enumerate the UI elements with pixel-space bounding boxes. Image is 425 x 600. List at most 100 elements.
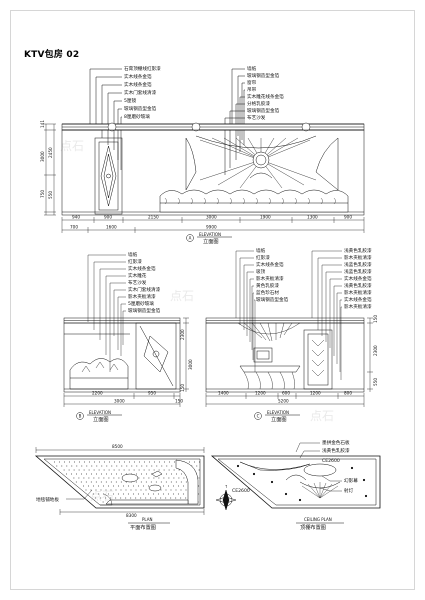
carpet-dot	[156, 465, 158, 467]
carpet-dot	[128, 461, 130, 463]
carpet-dot	[108, 461, 110, 463]
carpet-dot	[88, 461, 90, 463]
carpet-dot	[185, 497, 187, 499]
label: 墙纸	[128, 251, 138, 258]
carpet-dot	[177, 493, 179, 495]
dimension: 2200	[92, 391, 103, 396]
carpet-dot	[188, 461, 190, 463]
label: 蓝色珍石材	[256, 289, 279, 296]
elevation-a-caption: A ELEVATION 立面图	[186, 232, 232, 245]
carpet-dot	[168, 469, 170, 471]
elevation-a-labels-right: 墙纸 玻璃钢造型金箔 窗帘 吊带 实木雕花线条金箔 分格乳胶漆 玻璃钢造型金箔 …	[247, 65, 284, 121]
dimension: 750	[40, 190, 45, 198]
carpet-dot	[163, 477, 165, 479]
dimension: 1300	[307, 215, 318, 220]
carpet-dot	[93, 469, 95, 471]
label: 浅黄色乳胶漆	[322, 447, 350, 454]
carpet-dot	[68, 461, 70, 463]
carpet-dot	[120, 497, 122, 499]
carpet-dot	[143, 485, 145, 487]
label: 影木夹板清漆	[256, 275, 284, 282]
carpet-dot	[153, 461, 155, 463]
carpet-dot	[135, 481, 137, 483]
carpet-dot	[140, 481, 142, 483]
carpet-dot	[118, 469, 120, 471]
carpet-dot	[143, 477, 145, 479]
caption-cn: 立面图	[271, 415, 287, 423]
carpet-dot	[93, 461, 95, 463]
carpet-dot	[132, 493, 134, 495]
caption-cn: 立面图	[93, 415, 109, 423]
label: 影木夹板清漆	[344, 254, 372, 261]
carpet-dot	[115, 497, 117, 499]
carpet-dot	[136, 465, 138, 467]
label: 玻璃钢造型金箔	[124, 105, 157, 112]
carpet-dot	[198, 469, 200, 471]
carpet-dot	[128, 469, 130, 471]
caption-en: ELEVATION	[89, 410, 111, 415]
label: 实木雕花	[128, 272, 147, 279]
label: 墙纸	[247, 65, 257, 72]
carpet-dot	[102, 501, 104, 503]
carpet-dot	[142, 493, 144, 495]
carpet-dot	[180, 481, 182, 483]
carpet-dot	[158, 461, 160, 463]
carpet-dot	[170, 497, 172, 499]
carpet-dot	[111, 473, 112, 475]
carpet-dot	[123, 461, 125, 463]
carpet-dot	[185, 489, 187, 491]
medallion-icon	[191, 122, 201, 132]
label: 影木夹板清漆	[344, 289, 372, 296]
dimension: 600	[282, 391, 290, 396]
carpet-dot	[166, 473, 167, 475]
carpet-dot	[198, 461, 200, 463]
carpet-dot	[165, 489, 167, 491]
dimension: 900	[344, 215, 352, 220]
carpet-dot	[83, 469, 85, 471]
caption-letter: A	[189, 236, 192, 241]
carpet-dot	[83, 477, 85, 479]
label: 窗帘	[247, 79, 257, 86]
carpet-dot	[120, 489, 122, 491]
carpet-dot	[88, 469, 90, 471]
carpet-dot	[75, 481, 77, 483]
carpet-dot	[103, 461, 105, 463]
carpet-dot	[133, 485, 135, 487]
carpet-dot	[152, 493, 154, 495]
carpet-dot	[115, 481, 117, 483]
carpet-dot	[151, 473, 152, 475]
label: 玻璃钢造型金箔	[256, 296, 289, 303]
watermark-text: 点石	[90, 489, 114, 503]
carpet-dot	[53, 461, 55, 463]
label: 实木线条金箔	[256, 261, 284, 268]
carpet-dot	[81, 465, 83, 467]
carpet-dot	[172, 493, 174, 495]
dimension: 550	[373, 378, 378, 386]
label: 8厘磨砂玻璃	[124, 113, 150, 120]
carpet-dot	[173, 477, 175, 479]
carpet-dot	[108, 469, 110, 471]
label: 地毯铺地板	[36, 496, 59, 503]
carpet-dot	[148, 477, 150, 479]
carpet-dot	[198, 477, 200, 479]
carpet-dot	[175, 481, 177, 483]
carpet-dot	[117, 493, 119, 495]
carpet-dot	[101, 473, 102, 475]
carpet-dot	[176, 473, 177, 475]
carpet-dot	[121, 465, 123, 467]
carpet-dot	[73, 477, 75, 479]
carpet-dot	[108, 485, 110, 487]
label: 实木线条金箔	[344, 296, 372, 303]
caption-letter: C	[257, 414, 260, 419]
carpet-dot	[160, 481, 162, 483]
carpet-dot	[178, 477, 180, 479]
carpet-dot	[180, 489, 182, 491]
dimension: 550	[48, 191, 53, 199]
carpet-pattern	[53, 461, 200, 503]
carpet-dot	[163, 461, 165, 463]
carpet-dot	[137, 493, 139, 495]
door-elevation-b	[135, 322, 177, 390]
carpet-dot	[118, 485, 120, 487]
elevation-b-caption: B ELEVATION 立面图	[76, 410, 122, 423]
carpet-dot	[98, 485, 100, 487]
